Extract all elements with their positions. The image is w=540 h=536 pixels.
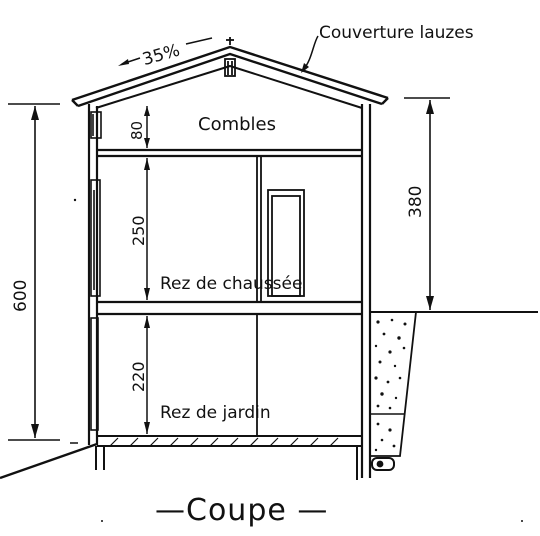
dim-ground-label: 250 xyxy=(129,215,148,246)
roof-outer-line xyxy=(71,45,389,102)
roof-covering-label: Couverture lauzes xyxy=(319,23,474,43)
attic-ceiling-line xyxy=(95,65,363,109)
terrain-left xyxy=(0,442,98,480)
dim-total-left xyxy=(8,103,60,441)
garden-floor-slab xyxy=(97,435,362,447)
left-wall-openings xyxy=(90,111,102,431)
ridge-vent xyxy=(224,37,236,77)
room-label-attic: Combles xyxy=(198,114,276,135)
roof-eave-right xyxy=(381,97,389,105)
ground-floor-slab xyxy=(97,300,362,316)
dim-garden xyxy=(144,316,150,434)
roof-inner-line xyxy=(77,52,383,108)
drawing-caption: —Coupe — xyxy=(155,493,328,528)
left-wall xyxy=(87,104,99,445)
room-label-garden: Rez de jardin xyxy=(160,403,271,423)
room-label-ground: Rez de chaussée xyxy=(160,274,302,294)
dim-garden-label: 220 xyxy=(129,361,148,392)
dim-attic xyxy=(144,106,150,148)
dim-right xyxy=(404,97,450,310)
dim-right-label: 380 xyxy=(406,186,426,218)
right-wall xyxy=(360,104,372,478)
dim-ground xyxy=(144,158,150,300)
interior-door xyxy=(267,189,305,297)
roof-eave-left xyxy=(71,99,79,107)
dim-attic-label: 80 xyxy=(128,121,146,140)
roof-covering-callout: Couverture lauzes xyxy=(301,23,474,73)
footings xyxy=(95,446,358,480)
roof xyxy=(71,45,389,109)
attic-floor xyxy=(97,148,362,158)
dim-total-label: 600 xyxy=(11,280,31,312)
interior-partitions xyxy=(256,156,262,436)
gravel-backfill xyxy=(369,311,418,471)
